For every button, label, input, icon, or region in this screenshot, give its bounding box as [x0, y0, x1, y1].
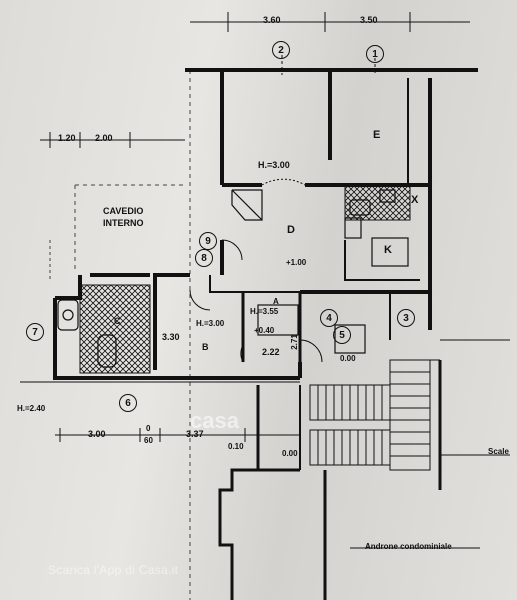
dim-bottom-small-b: 60: [144, 436, 153, 445]
room-label-d: D: [287, 224, 295, 236]
dim-bottom-small-a: 0: [146, 424, 151, 433]
dim-bottom-left: 3.00: [88, 429, 106, 439]
level-label-1: +1.00: [286, 258, 307, 267]
axis-marker-4: 4: [320, 309, 338, 327]
axis-marker-3: 3: [397, 309, 415, 327]
height-label-2: H.=3.00: [196, 319, 225, 328]
axis-marker-1: 1: [366, 45, 384, 63]
dim-center-2: 2.22: [262, 347, 280, 357]
dim-bottom-mid: 3.37: [186, 429, 204, 439]
room-label-a: A: [273, 297, 279, 306]
axis-marker-9: 9: [199, 232, 217, 250]
scale-label: Scale: [488, 447, 509, 456]
height-label-3: H.=3.55: [250, 307, 279, 316]
dim-bottom-small-c: 0.10: [228, 442, 244, 451]
height-label-1: H.=3.00: [258, 160, 290, 170]
room-label-e: E: [373, 129, 381, 141]
room-label-c: C: [114, 316, 121, 326]
level-label-4: 0.00: [282, 449, 298, 458]
cavedio-label-1: CAVEDIO: [103, 206, 144, 216]
level-label-2: +0.40: [254, 326, 275, 335]
cavedio-label-2: INTERNO: [103, 218, 144, 228]
dim-center-1: 3.30: [162, 332, 180, 342]
dim-left-b: 2.00: [95, 133, 113, 143]
dim-left-a: 1.20: [58, 133, 76, 143]
room-label-x: X: [411, 194, 419, 206]
watermark-text: Scarica l'App di Casa.it: [48, 563, 179, 577]
level-label-3: 0.00: [340, 354, 356, 363]
watermark-logo: casa: [190, 408, 239, 433]
kitchen-hatch: [344, 184, 411, 221]
room-label-b: B: [202, 342, 209, 352]
axis-marker-8: 8: [195, 249, 213, 267]
androne-label: Androne condominiale: [365, 542, 452, 551]
axis-marker-7: 7: [26, 323, 44, 341]
dim-top-right: 3.50: [360, 15, 378, 25]
dim-top-left: 3.60: [263, 15, 281, 25]
axis-marker-5: 5: [333, 326, 351, 344]
bathroom-hatch: [79, 284, 151, 374]
height-label-4: H.=2.40: [17, 404, 46, 413]
axis-marker-2: 2: [272, 41, 290, 59]
dim-center-3: 2.71: [289, 334, 299, 350]
axis-marker-6: 6: [119, 394, 137, 412]
room-label-k: K: [384, 244, 392, 256]
